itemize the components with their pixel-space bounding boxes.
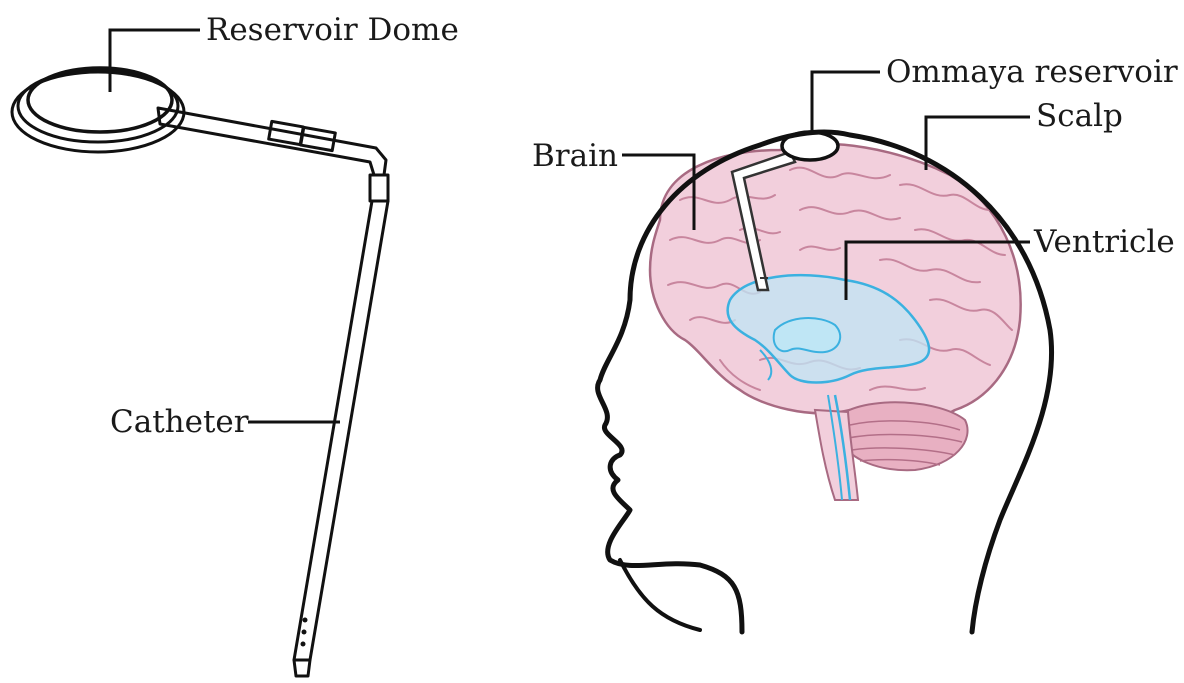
scalp-label: Scalp (1036, 98, 1123, 134)
ommaya-reservoir-label: Ommaya reservoir (886, 54, 1178, 90)
jaw-line (620, 560, 700, 630)
head-illustration: Ommaya reservoir Scalp Brain Ventricle (532, 54, 1178, 632)
scalp-leader (926, 117, 1030, 170)
ventricle-label: Ventricle (1033, 224, 1175, 260)
reservoir-dome-label: Reservoir Dome (206, 12, 459, 48)
cerebellum (840, 402, 968, 470)
ommaya-device: Reservoir Dome Catheter (12, 12, 459, 676)
brain-label: Brain (532, 138, 618, 174)
connector-tube (158, 108, 386, 175)
catheter-label: Catheter (110, 404, 249, 440)
ommaya-reservoir-leader (812, 72, 880, 132)
catheter-tube (294, 175, 388, 676)
